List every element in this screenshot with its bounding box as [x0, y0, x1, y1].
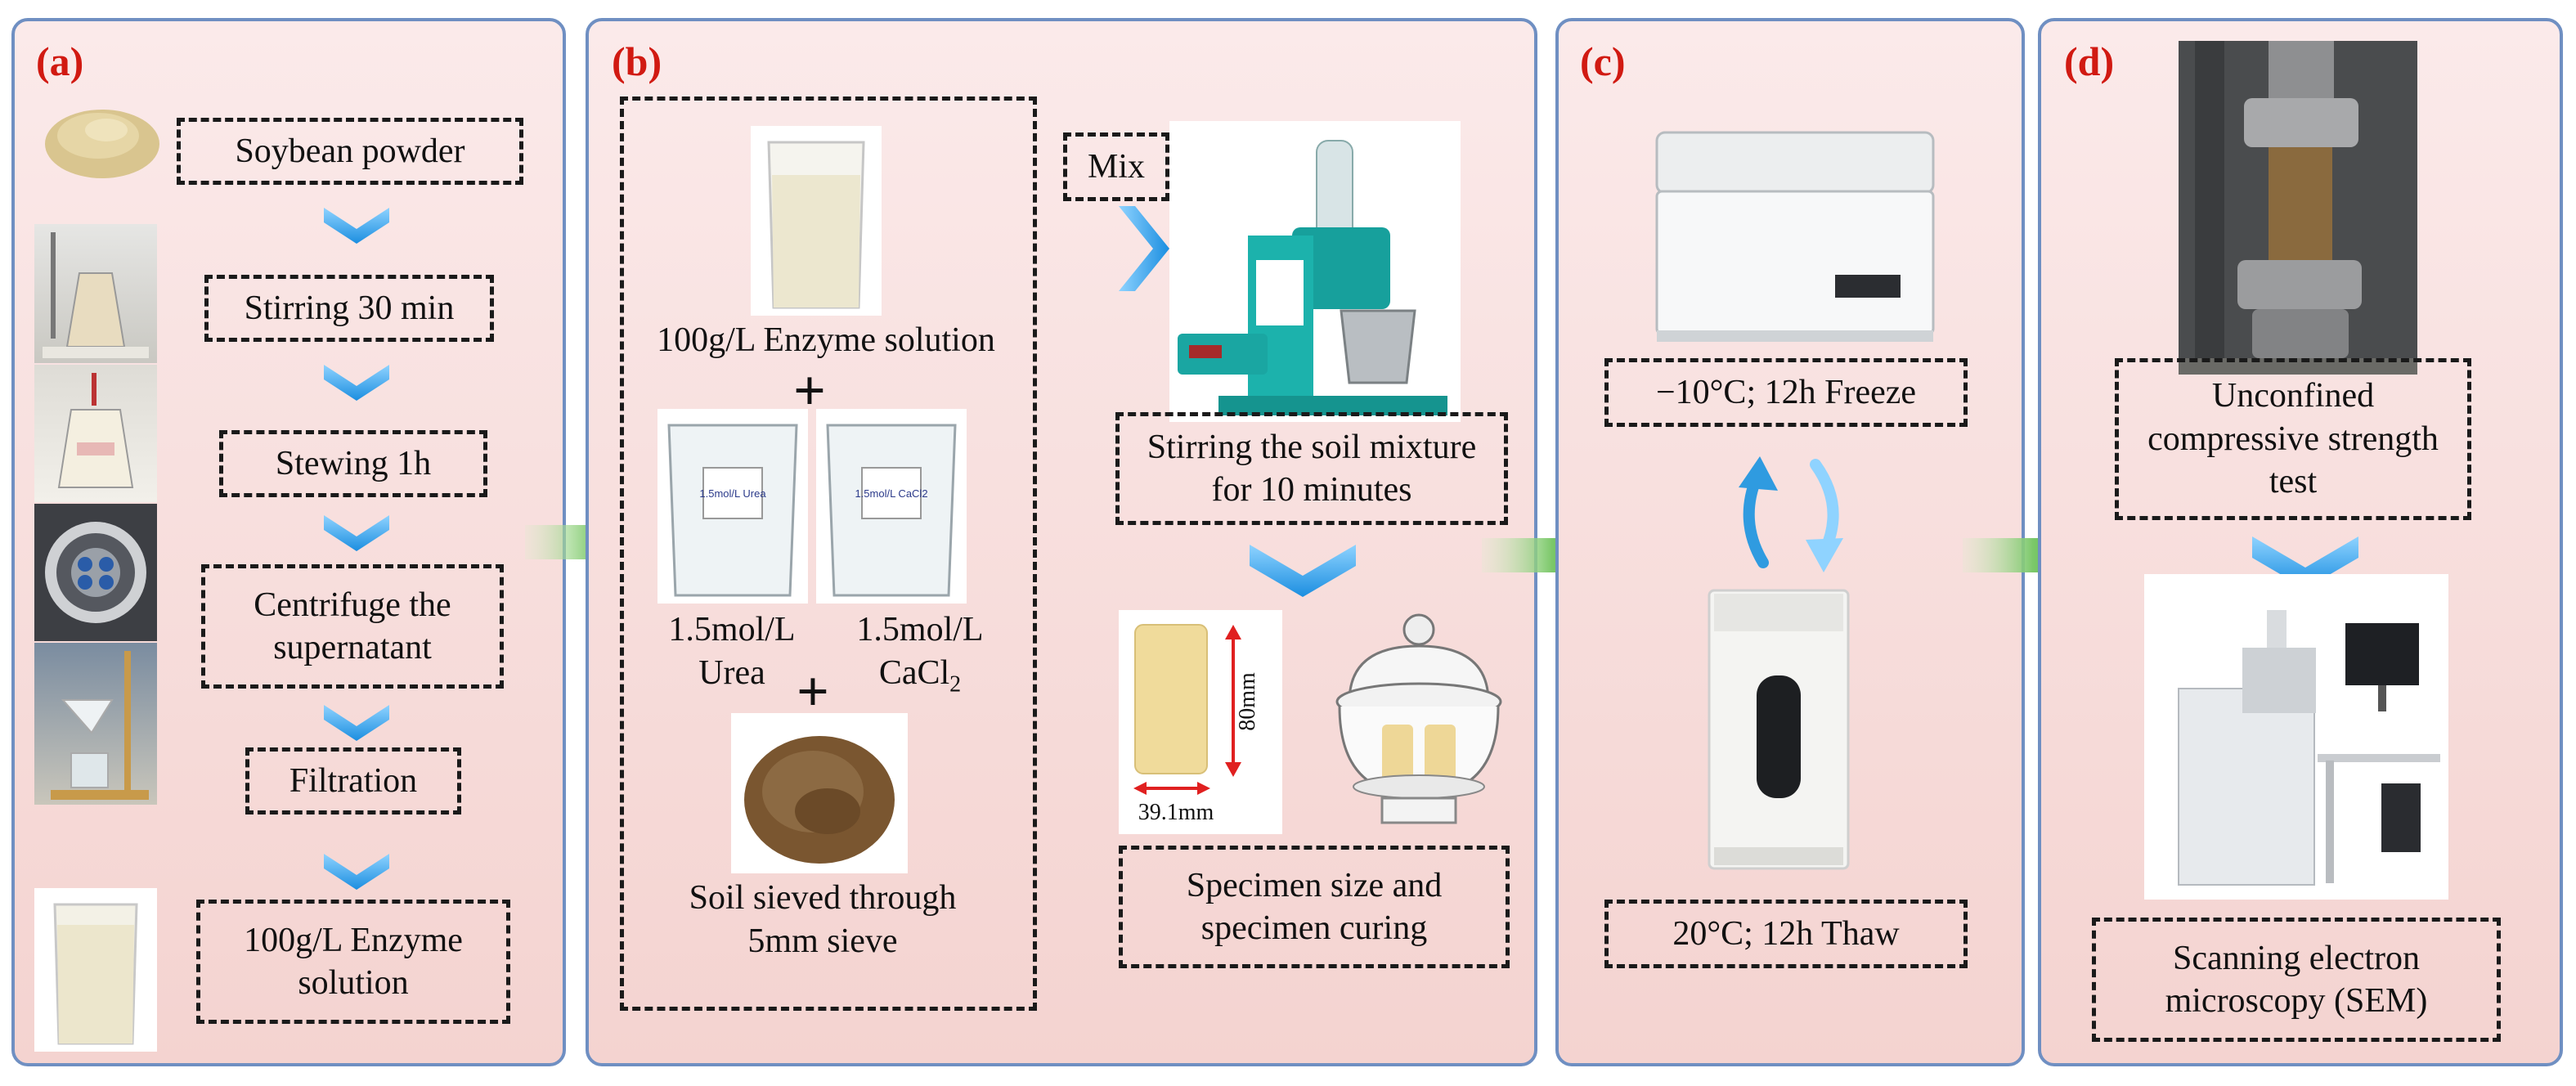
step-filtration: Filtration [245, 747, 461, 814]
cacl2-beaker-image: 1.5mol/L CaCl2 [816, 409, 967, 604]
soil-caption: Soil sieved through 5mm sieve [689, 879, 957, 960]
soybean-powder-image [45, 110, 159, 178]
freezer-image [1655, 131, 1935, 342]
panel-b-label: (b) [612, 38, 662, 84]
cacl2-beaker-label: 1.5mol/L CaCl2 [855, 487, 927, 500]
sieved-soil-image [731, 713, 908, 873]
panel-b: (b) 100g/L Enzyme solution + 1.5mol/L Ur… [586, 18, 1537, 1066]
stirring-photo [34, 224, 157, 363]
step-centrifuge: Centrifuge the supernatant [201, 564, 504, 689]
specimen-size-image: 80mm 39.1mm [1119, 610, 1282, 834]
urea-caption: 1.5mol/L Urea [668, 611, 796, 692]
chevron-down-icon [324, 365, 389, 401]
thaw-chamber-image [1708, 589, 1850, 870]
chevron-down-icon [324, 854, 389, 890]
sem-microscope-image [2144, 574, 2448, 900]
panel-c: (c) −10°C; 12h Freeze 20°C; 12h Thaw [1555, 18, 2025, 1066]
step-soybean-powder: Soybean powder [177, 118, 523, 185]
ucs-caption: Unconfined compressive strength test [2115, 358, 2471, 520]
curing-desiccator-image [1335, 613, 1502, 824]
cacl2-subscript: 2 [949, 671, 962, 697]
ucs-test-machine-image [2179, 41, 2417, 375]
stewing-photo [34, 365, 157, 502]
chevron-right-icon [1119, 206, 1169, 291]
thaw-caption: 20°C; 12h Thaw [1604, 900, 1968, 968]
filtration-photo [34, 643, 157, 805]
panel-a-label: (a) [36, 38, 84, 84]
cacl2-caption-main: 1.5mol/L CaCl [856, 611, 984, 692]
freeze-caption: −10°C; 12h Freeze [1604, 358, 1968, 427]
mix-label: Mix [1063, 132, 1169, 201]
mortar-mixer-image [1169, 121, 1461, 422]
chevron-down-icon [324, 208, 389, 244]
chevron-down-icon [324, 515, 389, 551]
stirring-mixture-caption: Stirring the soil mixture for 10 minutes [1115, 412, 1508, 525]
sem-caption: Scanning electron microscopy (SEM) [2092, 918, 2501, 1042]
enzyme-solution-beaker-image [751, 126, 882, 316]
urea-beaker-image: 1.5mol/L Urea [657, 409, 808, 604]
step-enzyme-solution: 100g/L Enzyme solution [196, 900, 510, 1024]
height-dimension: 80mm [1235, 672, 1260, 731]
panel-d-label: (d) [2064, 38, 2115, 84]
cacl2-caption: 1.5mol/L CaCl2 [826, 608, 1014, 698]
panel-a: (a) Soybean powder Stirring 30 min Stewi… [11, 18, 566, 1066]
chevron-down-icon [1250, 545, 1356, 597]
step-stewing: Stewing 1h [219, 430, 487, 497]
ingredients-group [620, 96, 1037, 1011]
plus-icon: + [797, 661, 829, 724]
width-dimension: 39.1mm [1138, 800, 1214, 825]
cycle-arrows-icon [1739, 456, 1843, 572]
chevron-down-icon [324, 705, 389, 741]
specimen-curing-caption: Specimen size and specimen curing [1119, 846, 1510, 968]
centrifuge-photo [34, 504, 157, 641]
enzyme-solution-caption: 100g/L Enzyme solution [657, 321, 995, 359]
urea-beaker-label: 1.5mol/L Urea [699, 487, 766, 500]
step-stirring: Stirring 30 min [204, 275, 494, 342]
enzyme-solution-photo [34, 888, 157, 1052]
panel-d: (d) Unconfined compressive strength test… [2038, 18, 2563, 1066]
panel-c-label: (c) [1580, 38, 1626, 84]
